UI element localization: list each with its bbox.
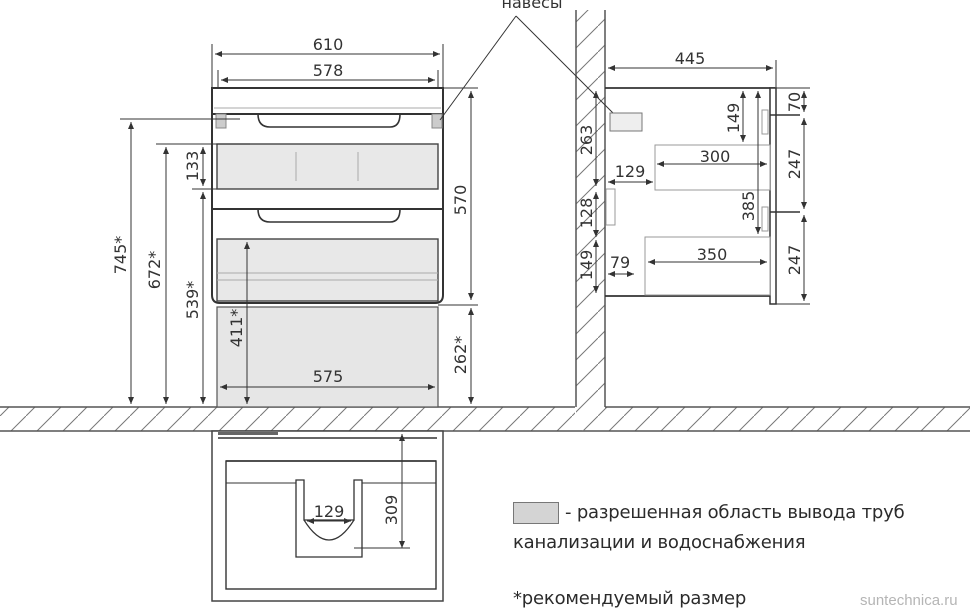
legend-pipe-area: - разрешенная область вывода труб: [513, 502, 905, 524]
dim-upper-drawer-depth: 300: [700, 147, 731, 166]
legend-swatch: [513, 502, 559, 524]
dim-height-672: 672*: [145, 251, 164, 290]
legend-text-line2: канализации и водоснабжения: [513, 532, 806, 553]
dim-inner-height: 385: [739, 191, 758, 222]
dim-lower-drawer-depth: 350: [697, 245, 728, 264]
dim-depth: 445: [675, 49, 706, 68]
dim-mount-height: 128: [577, 198, 596, 229]
dim-lower-drawer-offset: 79: [610, 253, 630, 272]
front-view: [211, 87, 444, 408]
side-dimensions: [593, 60, 810, 305]
dim-front-lower: 247: [785, 245, 804, 276]
dim-height-539: 539*: [183, 281, 202, 320]
dim-width-inner: 578: [313, 61, 344, 80]
dim-height-411: 411*: [227, 309, 246, 348]
dim-top-panel: 70: [785, 92, 804, 112]
dim-bottom-offset: 149: [577, 250, 596, 281]
footnote: *рекомендуемый размер: [513, 588, 747, 609]
dim-cutout-depth: 309: [382, 495, 401, 526]
front-dimensions: [120, 44, 478, 404]
dim-hinge-height: 263: [577, 125, 596, 156]
dim-front-upper: 247: [785, 149, 804, 180]
hinges-label: навесы: [502, 0, 563, 12]
dim-upper-drawer-offset: 129: [615, 162, 646, 181]
wall-hatch: [575, 10, 606, 431]
dim-width-total: 610: [313, 35, 344, 54]
dim-pipe-area-width: 575: [313, 367, 344, 386]
dim-cutout-width: 129: [314, 502, 345, 521]
dim-height-262: 262*: [451, 336, 470, 375]
dim-height-745: 745*: [111, 236, 130, 275]
hinges-leader-lines: [439, 15, 625, 125]
legend-text-line1: - разрешенная область вывода труб: [565, 502, 905, 523]
side-view: [605, 87, 800, 305]
top-dimensions: [307, 434, 410, 549]
dim-top-offset: 149: [724, 103, 743, 134]
dim-cabinet-height: 570: [451, 185, 470, 216]
floor-hatch: [0, 406, 970, 432]
watermark: suntechnica.ru: [860, 592, 958, 609]
dim-drawer-height: 133: [183, 151, 202, 182]
